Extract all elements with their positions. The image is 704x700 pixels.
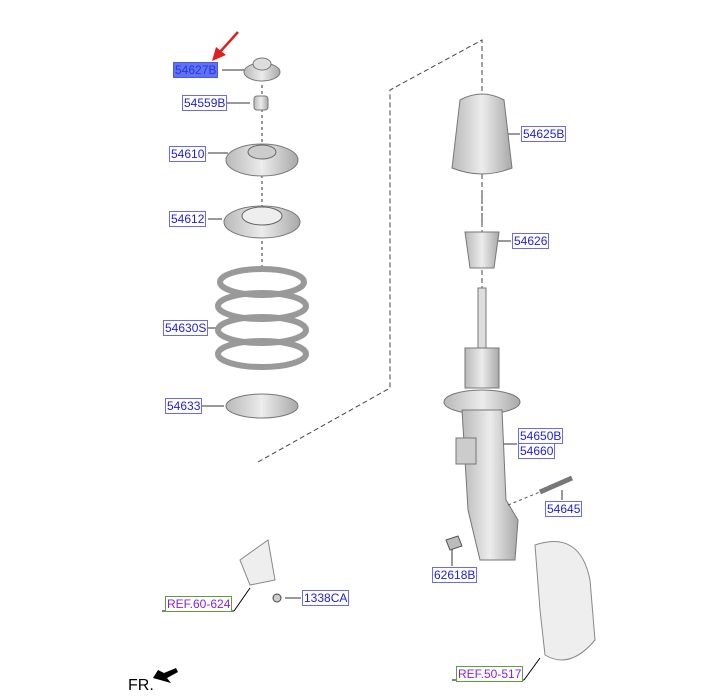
part-label-54650B[interactable]: 54650B bbox=[518, 428, 564, 444]
part-label-54626[interactable]: 54626 bbox=[512, 233, 550, 249]
part-label-54645[interactable]: 54645 bbox=[545, 501, 583, 517]
part-label-54660[interactable]: 54660 bbox=[518, 443, 556, 459]
ref-link-60-624[interactable]: REF.60-624 bbox=[165, 596, 233, 612]
part-label-54612[interactable]: 54612 bbox=[169, 211, 207, 227]
part-label-1338CA[interactable]: 1338CA bbox=[302, 590, 350, 606]
part-label-54630S[interactable]: 54630S bbox=[163, 320, 209, 336]
part-label-54633[interactable]: 54633 bbox=[165, 398, 203, 414]
part-label-54625B[interactable]: 54625B bbox=[521, 126, 567, 142]
part-label-62618B[interactable]: 62618B bbox=[432, 567, 478, 583]
part-label-54610[interactable]: 54610 bbox=[169, 146, 207, 162]
selection-arrow-icon bbox=[212, 31, 239, 61]
front-direction-arrow-icon bbox=[153, 668, 178, 683]
ref-link-50-517[interactable]: REF.50-517 bbox=[456, 666, 524, 682]
front-direction-label: FR. bbox=[128, 677, 154, 694]
part-label-54559B[interactable]: 54559B bbox=[182, 95, 228, 111]
part-label-54627B[interactable]: 54627B bbox=[173, 62, 219, 78]
